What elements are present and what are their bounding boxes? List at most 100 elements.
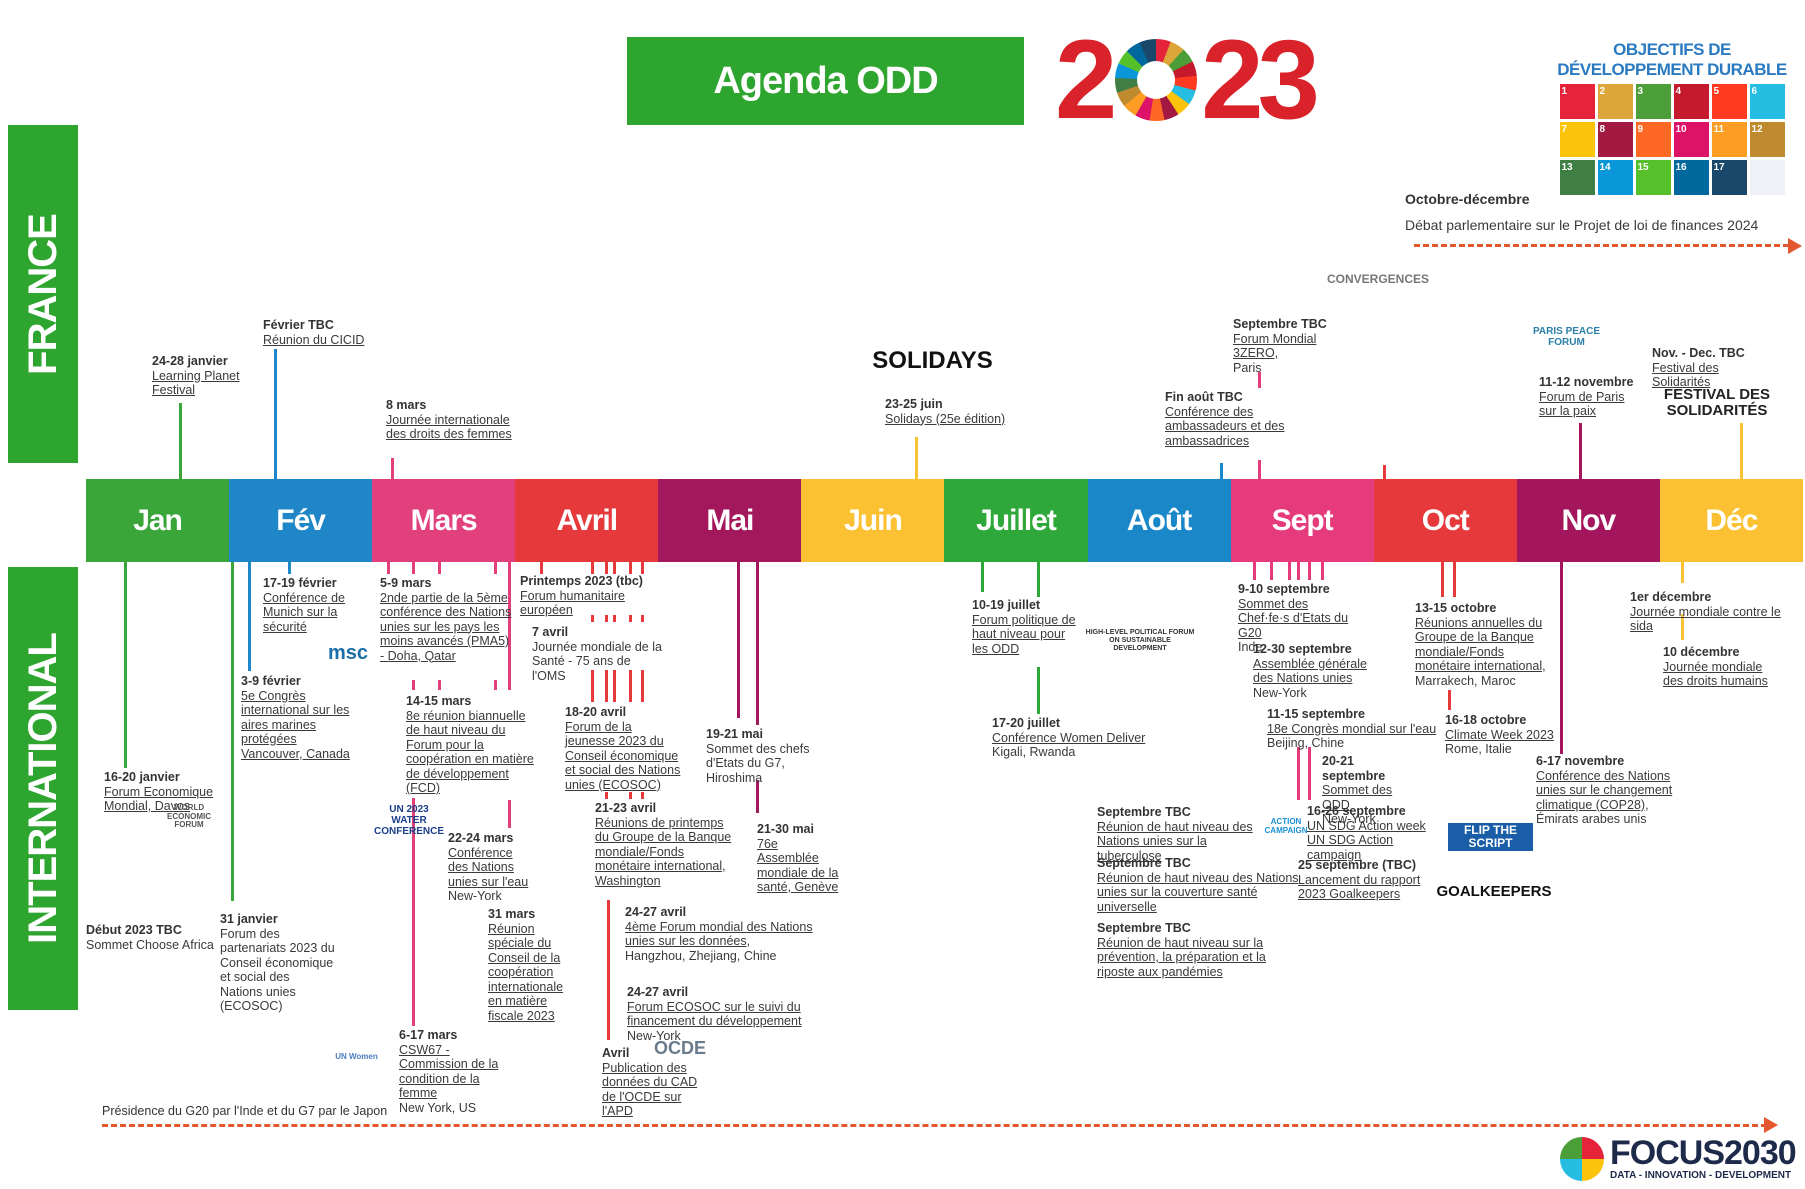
event-link[interactable]: 76e Assemblée mondiale de la santé, Genè… [757,836,839,895]
ocde-logo: OCDE [653,1038,706,1059]
event-link[interactable]: 5e Congrès international sur les aires m… [241,688,350,761]
event-link[interactable]: Journée mondiale contre le sida [1630,604,1781,634]
event-date: 1er décembre [1630,590,1712,604]
event-link[interactable]: Conférence des ambassadeurs et des ambas… [1165,404,1285,448]
event-date: 25 septembre (TBC) [1298,858,1417,872]
event-link[interactable]: Conférence Women Deliver [992,730,1146,745]
event-link[interactable]: Réunion du CICID [263,332,365,347]
connector-line [412,798,415,1026]
flip-logo: FLIP THE SCRIPT [1448,823,1533,851]
event-link[interactable]: Conférence des Nations unies sur le chan… [1536,768,1673,812]
action-logo: ACTION CAMPAIGN [1264,817,1308,835]
sdg-wheel-icon [1115,39,1198,121]
event-link[interactable]: Réunions de printemps du Groupe de la Ba… [595,815,732,888]
connector-line [1270,562,1273,580]
sdg-tile: 13 [1559,160,1595,195]
event-link[interactable]: Sommet des Chef·fe·s d'Etats du G20 [1238,596,1349,640]
event-link[interactable]: 2nde partie de la 5ème conférence des Na… [380,590,512,663]
month-juin[interactable]: Juin [801,479,945,562]
month-fév[interactable]: Fév [229,479,373,562]
month-avril[interactable]: Avril [515,479,659,562]
event-link[interactable]: Réunion de haut niveau sur la prévention… [1097,935,1266,979]
arrow-head-icon [1788,238,1802,254]
connector-line [641,670,644,702]
event-link[interactable]: Réunion de haut niveau des Nations unies… [1097,819,1253,863]
event-link[interactable]: Conférence de Munich sur la sécurité [263,590,346,634]
event-link[interactable]: Climate Week 2023 [1445,727,1554,742]
sdg-tile: 1 [1559,84,1595,119]
event-link[interactable]: CSW67 - Commission de la condition de la… [399,1042,499,1101]
sdg-tile: 2 [1597,84,1633,119]
event-link[interactable]: 4ème Forum mondial des Nations unies sur… [625,919,813,949]
event-link[interactable]: Forum humanitaire européen [520,588,625,618]
event-link[interactable]: 18e Congrès mondial sur l'eau [1267,721,1437,736]
event-link[interactable]: Journée internationale des droits des fe… [386,412,512,442]
event-date: 8 mars [386,398,427,412]
event-link[interactable]: Réunion spéciale du Conseil de la coopér… [488,921,564,1023]
event-place: New-York [627,1028,681,1043]
month-oct[interactable]: Oct [1373,479,1517,562]
event-link[interactable]: Forum Economique Mondial, Davos [104,784,214,814]
connector-line [1288,562,1291,580]
event-place: New-York [448,889,502,903]
connector-line [756,562,759,725]
event-date: 3-9 février [241,674,301,688]
month-mai[interactable]: Mai [658,479,802,562]
event-link[interactable]: UN SDG Action week UN SDG Action campaig… [1307,818,1426,862]
event-date: Avril [602,1046,630,1060]
event-title: Forum des partenariats 2023 du Conseil é… [220,926,335,1014]
event-date: 16-20 janvier [104,770,180,784]
month-mars[interactable]: Mars [372,479,516,562]
event-link[interactable]: Forum Mondial 3ZERO, [1233,331,1317,361]
event-date: 24-28 janvier [152,354,228,368]
msc-logo: msc [327,642,369,664]
event-date: Septembre TBC [1097,805,1191,819]
connector-line [613,562,616,574]
event-link[interactable]: 8e réunion biannuelle de haut niveau du … [406,708,534,796]
presidency-note: Présidence du G20 par l'Inde et du G7 pa… [102,1104,388,1118]
connector-line [1681,562,1684,583]
event-link[interactable]: Learning Planet Festival [152,368,240,398]
event-link[interactable]: Conférence des Nations unies sur l'eau [448,845,529,889]
month-août[interactable]: Août [1087,479,1231,562]
month-nov[interactable]: Nov [1516,479,1660,562]
connector-line [494,680,497,690]
event-link[interactable]: Réunions annuelles du Groupe de la Banqu… [1415,615,1546,674]
event-link[interactable]: Forum politique de haut niveau pour les … [972,612,1076,656]
event-date: Printemps 2023 (tbc) [520,574,643,588]
event-link[interactable]: Journée mondiale des droits humains [1663,659,1768,689]
event-date: Octobre-décembre [1405,191,1530,207]
event-link[interactable]: Sommet des ODD [1322,783,1393,812]
month-juillet[interactable]: Juillet [944,479,1088,562]
event-link[interactable]: Solidays (25e édition) [885,411,1006,426]
event-link[interactable]: Lancement du rapport 2023 Goalkeepers [1298,872,1421,902]
connector-line [605,562,608,574]
event-link[interactable]: Réunion de haut niveau des Nations unies… [1097,870,1299,914]
event-date: 21-30 mai [757,822,814,836]
month-sept[interactable]: Sept [1230,479,1374,562]
event-link[interactable]: Forum ECOSOC sur le suivi du financement… [627,999,802,1029]
event-link[interactable]: Forum de la jeunesse 2023 du Conseil éco… [565,719,681,792]
event-date: 23-25 juin [885,397,943,411]
event-date: 31 mars [488,907,536,921]
event-link[interactable]: Assemblée générale des Nations unies [1253,656,1367,686]
sdg-logo-title: OBJECTIFS DE DÉVELOPPEMENT DURABLE [1557,40,1787,79]
event-link[interactable]: Festival des Solidarités [1652,360,1719,390]
event-link[interactable]: Publication des données du CAD de l'OCDE… [602,1060,698,1119]
event-date: 7 avril [532,625,569,639]
event-date: 31 janvier [220,912,278,926]
connector-line [1681,614,1684,640]
connector-line [613,670,616,702]
month-déc[interactable]: Déc [1659,479,1803,562]
event-link[interactable]: Forum de Paris sur la paix [1539,389,1625,419]
month-jan[interactable]: Jan [86,479,230,562]
connector-line [591,670,594,702]
